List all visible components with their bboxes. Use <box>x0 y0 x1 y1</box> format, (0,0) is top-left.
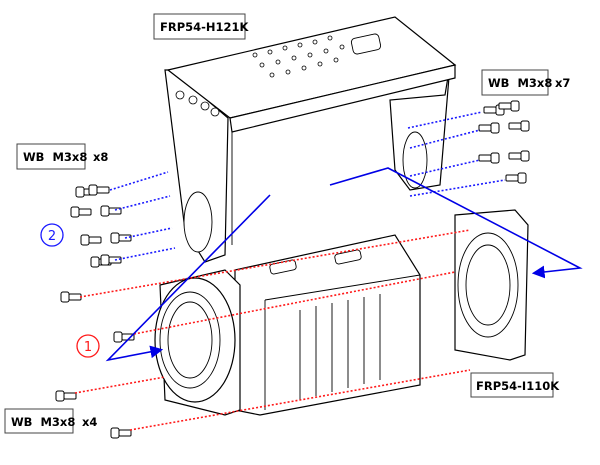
bracket-frp54-h121k <box>164 16 457 263</box>
actuator-body <box>154 234 421 416</box>
svg-text:WB M3x8: WB M3x8 <box>23 150 87 164</box>
screws-top-right <box>478 100 530 184</box>
step-1-marker: 1 <box>76 334 100 358</box>
step2-guide-lines <box>109 111 506 261</box>
screws-left <box>70 184 132 268</box>
svg-text:FRP54-H121K: FRP54-H121K <box>160 20 250 34</box>
label-bracket: FRP54-H121K <box>153 13 250 40</box>
svg-text:2: 2 <box>48 229 56 244</box>
idler-plate-frp54-i110k <box>454 209 529 361</box>
label-screws-left: WB M3x8 x8 <box>16 143 108 170</box>
svg-text:FRP54-I110K: FRP54-I110K <box>476 379 560 393</box>
step1-guide-lines <box>74 229 471 431</box>
label-screws-top-right: WB M3x8 x7 <box>481 69 570 96</box>
svg-text:WB M3x8: WB M3x8 <box>11 415 75 429</box>
label-idler: FRP54-I110K <box>470 372 560 398</box>
svg-text:x4: x4 <box>82 415 97 429</box>
assembly-arrows <box>105 167 583 362</box>
step-2-marker: 2 <box>40 223 64 247</box>
svg-text:x8: x8 <box>93 150 108 164</box>
svg-text:WB M3x8: WB M3x8 <box>488 76 552 90</box>
label-screws-bottom-left: WB M3x8 x4 <box>4 408 97 434</box>
svg-text:1: 1 <box>84 340 92 355</box>
svg-text:x7: x7 <box>555 76 570 90</box>
